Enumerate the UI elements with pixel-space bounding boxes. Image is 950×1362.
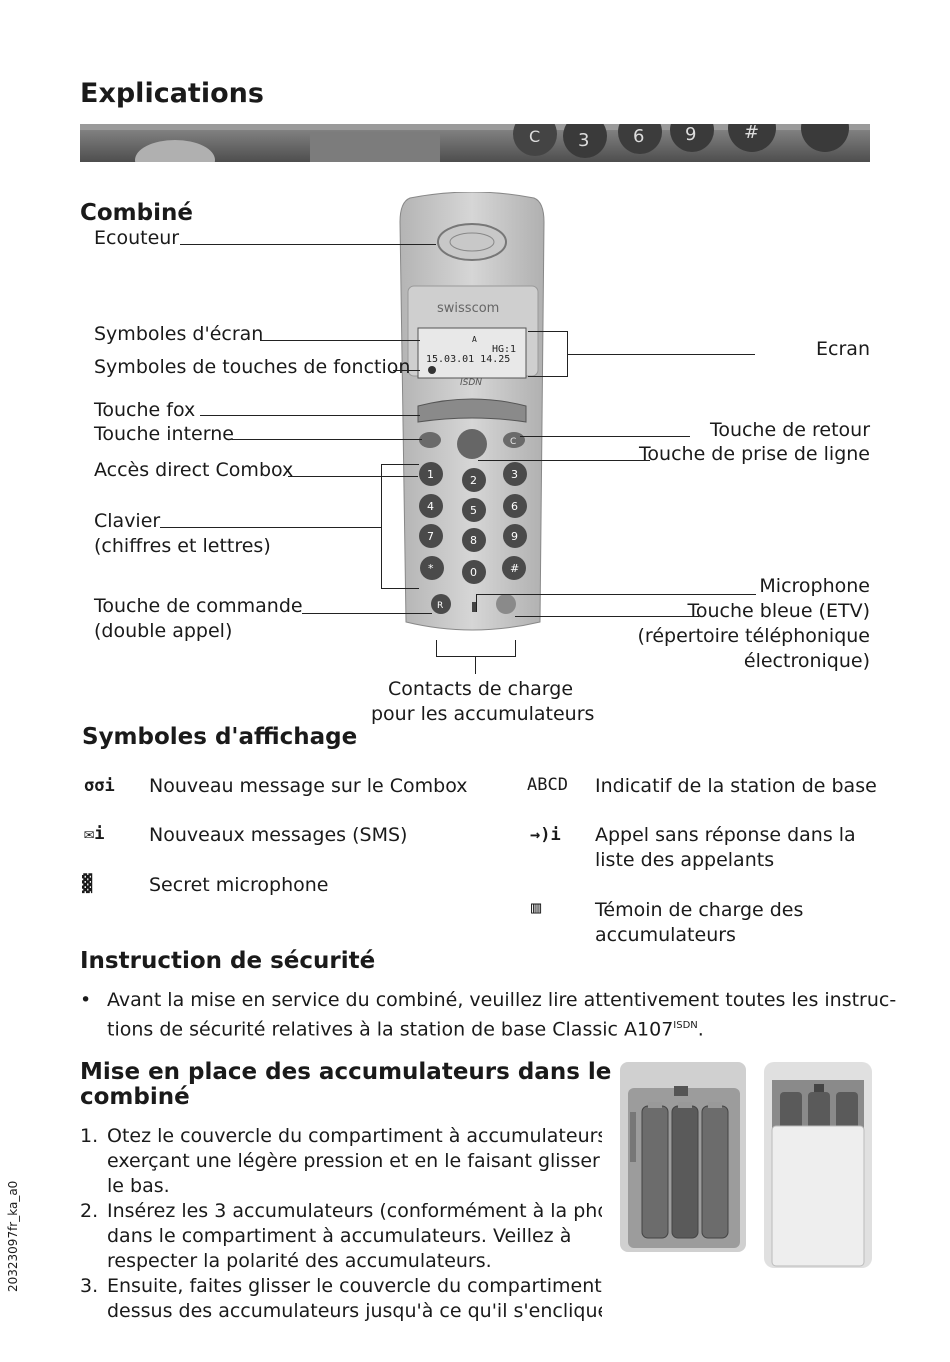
svg-text:*: *	[428, 562, 434, 575]
label-symboles-ecran: Symboles d'écran	[94, 322, 263, 347]
svg-text:8: 8	[470, 534, 477, 547]
svg-text:5: 5	[470, 504, 477, 517]
svg-text:3: 3	[511, 468, 518, 481]
accus-steps: 1. Otez le couvercle du compartiment à a…	[80, 1124, 602, 1324]
label-repertoire: (répertoire téléphonique	[638, 624, 870, 649]
battery-charge-icon: ▥	[531, 898, 541, 918]
svg-text:C: C	[510, 437, 516, 447]
label-contacts-charge-sub: pour les accumulateurs	[371, 702, 594, 727]
symbol-desc: Appel sans réponse dans la liste des app…	[595, 823, 865, 873]
keypad-banner-image: C 3 6 9 #	[80, 124, 870, 162]
symbol-desc: Nouveau message sur le Combox	[149, 774, 468, 799]
label-repertoire-sub: électronique)	[744, 649, 870, 674]
affichage-heading: Symboles d'affichage	[82, 724, 357, 750]
label-contacts-charge: Contacts de charge	[388, 677, 573, 702]
document-code: 20323097fr_ka_a0	[6, 1181, 20, 1292]
label-touche-interne: Touche interne	[94, 422, 234, 447]
label-touche-retour: Touche de retour	[710, 418, 870, 443]
brand-text: swisscom	[437, 301, 499, 316]
label-acces-combox: Accès direct Combox	[94, 458, 293, 483]
combox-message-icon: σσi	[84, 776, 115, 796]
svg-text:A: A	[472, 335, 477, 344]
symbol-desc: Secret microphone	[149, 873, 328, 898]
svg-text:6: 6	[511, 500, 518, 513]
svg-text:9: 9	[685, 124, 696, 145]
symbol-desc: Indicatif de la station de base	[595, 774, 877, 799]
securite-line1: Avant la mise en service du combiné, veu…	[107, 988, 896, 1013]
svg-text:6: 6	[633, 126, 644, 147]
svg-text:4: 4	[427, 500, 434, 513]
svg-text:C: C	[529, 127, 540, 146]
svg-text:15.03.01 14.25: 15.03.01 14.25	[426, 354, 510, 365]
label-clavier-sub: (chiffres et lettres)	[94, 534, 271, 559]
svg-text:9: 9	[511, 530, 518, 543]
label-clavier: Clavier	[94, 509, 160, 534]
base-station-id-icon: ABCD	[527, 775, 568, 795]
securite-line2: tions de sécurité relatives à la station…	[107, 1013, 704, 1042]
missed-call-icon: →)i	[530, 825, 561, 845]
svg-text:0: 0	[470, 566, 477, 579]
svg-text:ISDN: ISDN	[460, 378, 482, 388]
handset-illustration: swisscom A HG:1 15.03.01 14.25 ISDN C 1 …	[392, 192, 552, 634]
label-touche-fox: Touche fox	[94, 398, 195, 423]
list-item: 1. Otez le couvercle du compartiment à a…	[80, 1124, 602, 1199]
battery-compartment-photo	[620, 1062, 872, 1268]
combine-heading: Combiné	[80, 200, 193, 226]
label-microphone: Microphone	[759, 574, 870, 599]
accus-heading: Mise en place des accumulateurs dans le	[80, 1059, 611, 1085]
svg-text:#: #	[510, 562, 519, 575]
symbol-desc: Nouveaux messages (SMS)	[149, 823, 407, 848]
label-ecran: Ecran	[816, 337, 870, 362]
page-title: Explications	[80, 78, 264, 109]
svg-text:R: R	[437, 601, 443, 611]
label-touche-prise-ligne: Touche de prise de ligne	[639, 442, 870, 467]
symbol-desc: Témoin de charge des accumulateurs	[595, 898, 835, 948]
svg-text:3: 3	[578, 130, 589, 151]
label-touche-bleue: Touche bleue (ETV)	[688, 599, 871, 624]
label-touche-commande: Touche de commande	[94, 594, 303, 619]
bullet-dot: •	[80, 988, 91, 1013]
securite-heading: Instruction de sécurité	[80, 948, 375, 974]
svg-text:#: #	[744, 124, 759, 143]
accus-heading-2: combiné	[80, 1084, 190, 1110]
svg-text:1: 1	[427, 468, 434, 481]
list-item: 2. Insérez les 3 accumulateurs (conformé…	[80, 1199, 602, 1274]
list-item: 3. Ensuite, faites glisser le couvercle …	[80, 1274, 602, 1324]
svg-text:2: 2	[470, 474, 477, 487]
label-symboles-touches: Symboles de touches de fonction	[94, 355, 410, 380]
mute-microphone-icon: ▓	[82, 874, 92, 894]
sms-message-icon: ✉i	[84, 824, 104, 844]
label-ecouteur: Ecouteur	[94, 226, 179, 251]
label-touche-commande-sub: (double appel)	[94, 619, 232, 644]
svg-text:7: 7	[427, 530, 434, 543]
